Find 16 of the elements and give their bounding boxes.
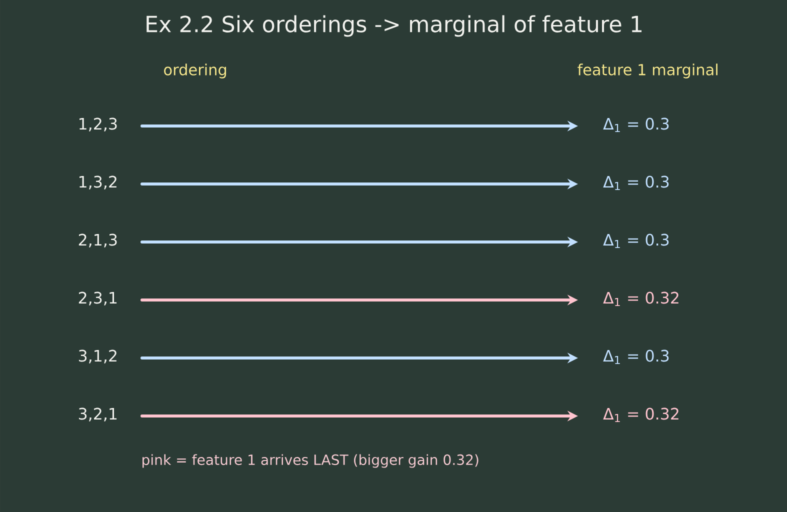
marginal-value: Δ$_{1}$ = 0.3 bbox=[603, 234, 669, 248]
ordering-label: 3,2,1 bbox=[78, 408, 117, 422]
marginal-value: Δ$_{1}$ = 0.3 bbox=[603, 350, 669, 364]
column-header: feature 1 marginal bbox=[578, 64, 718, 78]
marginal-value: Δ$_{1}$ = 0.32 bbox=[603, 408, 678, 422]
ordering-label: 2,3,1 bbox=[78, 292, 117, 306]
ordering-label: 1,3,2 bbox=[80, 176, 116, 190]
marginal-value: Δ$_{1}$ = 0.32 bbox=[603, 292, 678, 306]
marginal-value: Δ$_{1}$ = 0.3 bbox=[603, 118, 669, 132]
footnote: pink = feature 1 arrives LAST (bigger gain 0.32) bbox=[142, 454, 478, 468]
ordering-label: 3,1,2 bbox=[78, 350, 116, 364]
marginal-value: Δ$_{1}$ = 0.3 bbox=[603, 176, 669, 190]
ordering-label: 1,2,3 bbox=[80, 118, 117, 132]
title: Ex 2.2 Six orderings -> marginal of feature 1 bbox=[146, 15, 642, 37]
ordering-label: 2,1,3 bbox=[78, 234, 117, 248]
column-header: ordering bbox=[164, 64, 226, 78]
